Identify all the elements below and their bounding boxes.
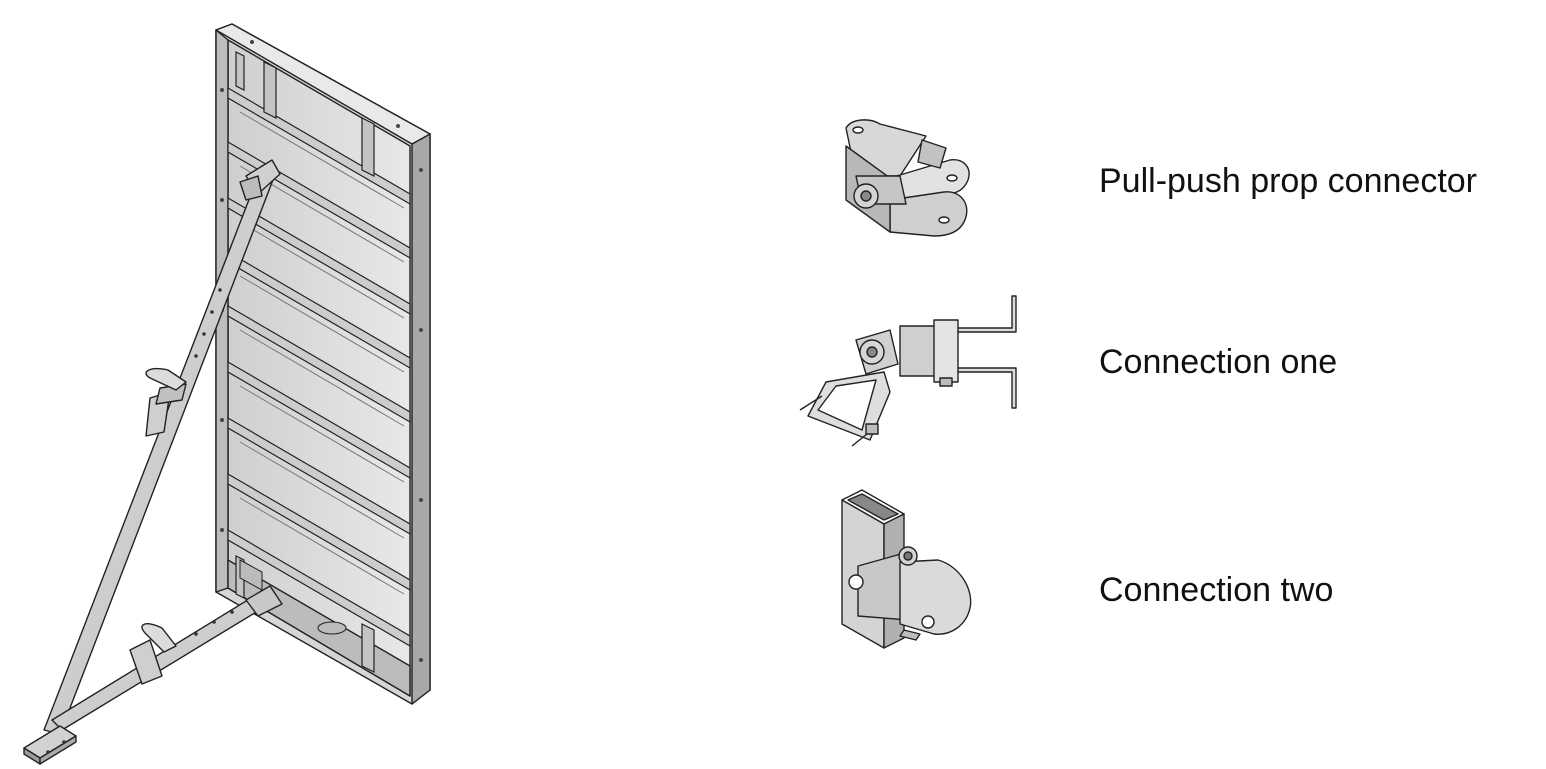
connection-one-icon: [799, 295, 1017, 447]
panel-holes: [220, 40, 423, 662]
prop-holes: [46, 288, 234, 754]
label-connection-two: Connection two: [1099, 571, 1334, 609]
panel-ribs: [227, 86, 411, 648]
connection-two-icon: [841, 489, 972, 649]
label-connection-one: Connection one: [1099, 343, 1338, 381]
label-pull-push-prop-connector: Pull-push prop connector: [1099, 162, 1478, 200]
panel-rib-shading: [239, 111, 405, 595]
push-pull-prop-icon: [23, 159, 283, 765]
pull-push-prop-connector-icon: [845, 119, 970, 237]
